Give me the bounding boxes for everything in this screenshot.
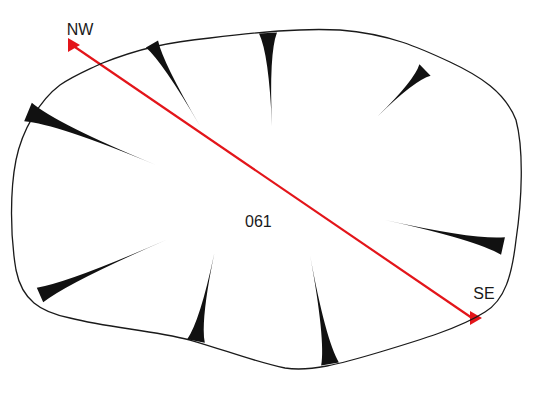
feature-number: 061 bbox=[245, 213, 272, 231]
hachure bbox=[37, 240, 166, 302]
direction-label: SE bbox=[473, 285, 494, 303]
hachure bbox=[146, 40, 200, 126]
hachure bbox=[259, 33, 277, 126]
hachure bbox=[187, 250, 215, 343]
contour-line bbox=[12, 29, 522, 369]
hachure bbox=[24, 103, 156, 165]
direction-label: NW bbox=[67, 21, 94, 39]
section-line bbox=[72, 45, 472, 318]
section-arrowhead bbox=[68, 38, 80, 52]
hachure bbox=[378, 64, 431, 116]
hachure bbox=[385, 220, 505, 255]
hachure bbox=[310, 255, 339, 366]
section-arrowhead bbox=[470, 311, 482, 325]
